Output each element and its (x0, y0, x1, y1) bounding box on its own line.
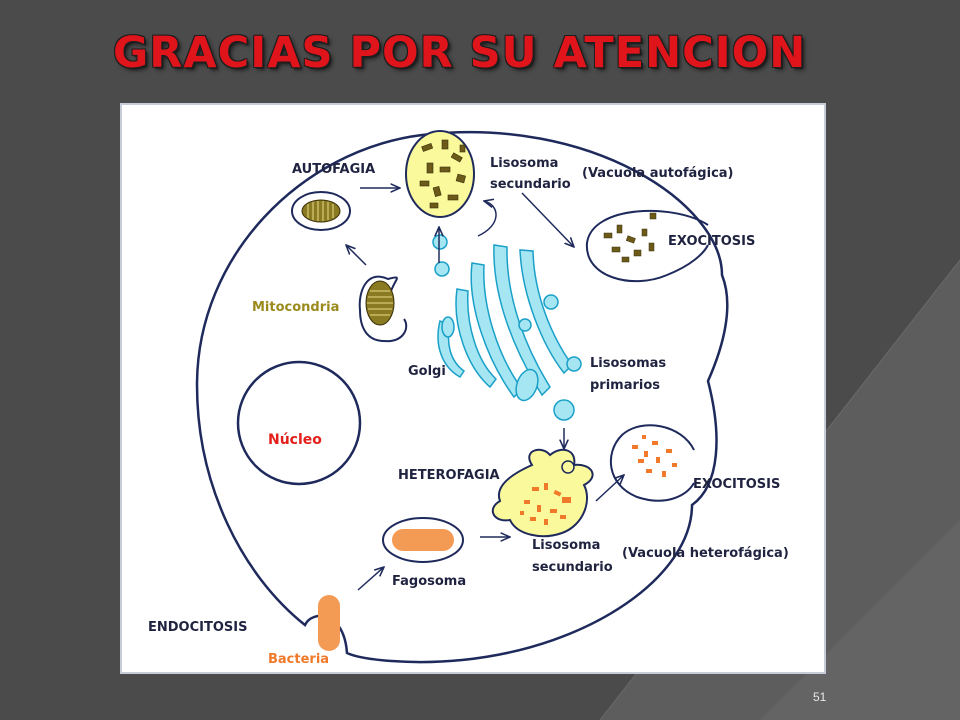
label-nucleo: Núcleo (268, 432, 322, 448)
label-mitocondria: Mitocondria (252, 300, 340, 315)
exocytosis-debris-bottom (632, 435, 677, 477)
label-fagosoma: Fagosoma (392, 574, 467, 589)
cell-membrane (195, 130, 729, 664)
label-exocitosis-top: EXOCITOSIS (668, 234, 756, 249)
label-endocitosis: ENDOCITOSIS (148, 620, 248, 635)
exocytosis-vesicle-bottom (609, 424, 695, 502)
label-secundario-top: secundario (490, 177, 571, 192)
page-number: 51 (813, 690, 827, 704)
golgi-apparatus (437, 244, 573, 402)
autophagic-debris (419, 139, 467, 209)
heterophagic-debris (520, 483, 571, 525)
cell-diagram: AUTOFAGIA Lisosoma secundario (Vacuola a… (120, 103, 826, 674)
secondary-lysosome-bottom (491, 448, 594, 538)
label-lisosomas-primarios: Lisosomas (590, 356, 667, 371)
exocytosis-debris-top (603, 212, 657, 263)
label-golgi: Golgi (408, 364, 446, 379)
phagosome-bacterium (392, 529, 454, 551)
label-vacuola-autofagica: (Vacuola autofágica) (582, 166, 734, 181)
nucleus (236, 360, 362, 486)
cell-diagram-drawing (195, 130, 729, 664)
label-secundario-bottom: secundario (532, 560, 613, 575)
label-bacteria: Bacteria (268, 652, 330, 667)
phagosome (382, 517, 464, 563)
mitochondrion-small (301, 199, 341, 223)
engulfing-membrane (358, 275, 408, 343)
label-lisosoma-bottom: Lisosoma (532, 538, 601, 553)
label-vacuola-heterofagica: (Vacuola heterofágica) (622, 546, 789, 561)
secondary-lysosome-top (405, 130, 475, 218)
label-lisosoma-top: Lisosoma (490, 156, 559, 171)
primary-lysosomes (432, 234, 582, 421)
bacterium (318, 595, 340, 651)
process-arrows (346, 188, 624, 591)
exocytosis-vesicle-top (585, 209, 709, 283)
autophagosome (291, 191, 351, 231)
label-exocitosis-bottom: EXOCITOSIS (693, 477, 781, 492)
label-primarios: primarios (590, 378, 661, 393)
slide-title: GRACIAS POR SU ATENCION (113, 28, 807, 78)
label-autofagia: AUTOFAGIA (292, 162, 376, 177)
label-heterofagia: HETEROFAGIA (398, 468, 500, 483)
